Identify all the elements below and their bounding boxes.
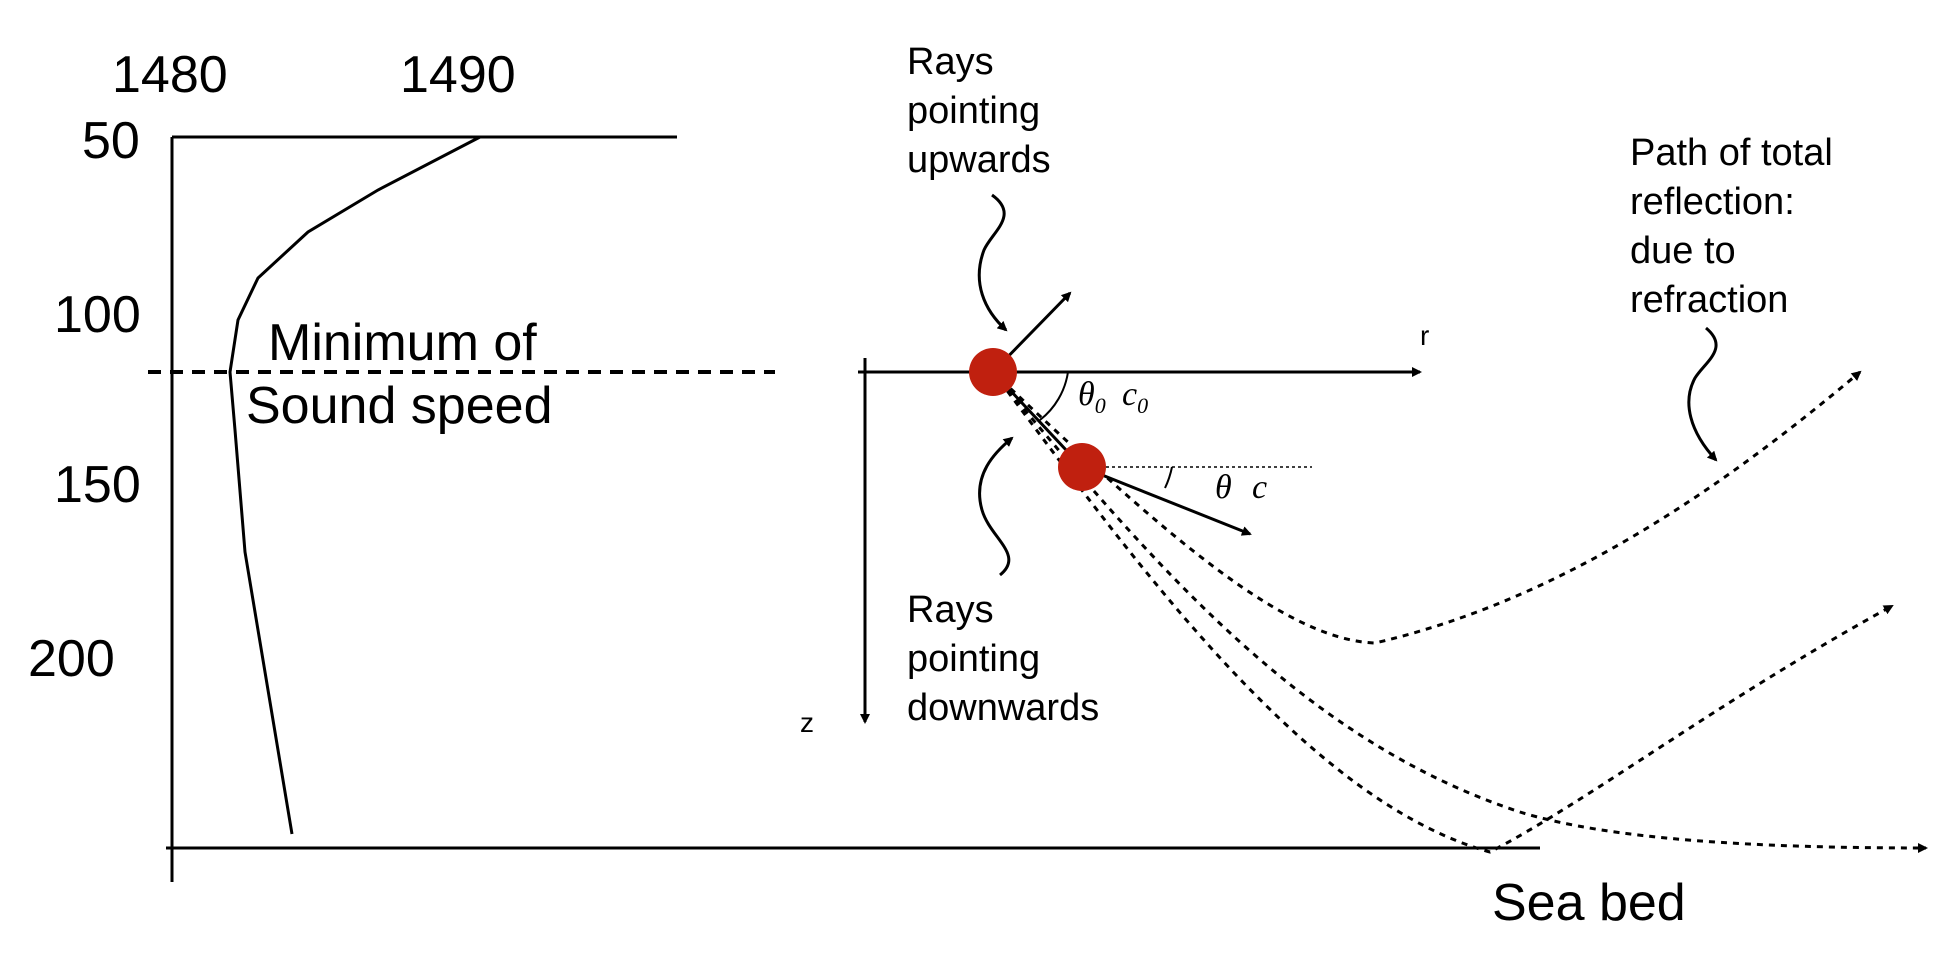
ray-path-grazing bbox=[991, 371, 1928, 853]
c0-label: c0 bbox=[1122, 376, 1148, 418]
ray-path-bottom-reflected bbox=[991, 371, 1894, 854]
theta-arc bbox=[1164, 466, 1173, 489]
ray-path-total-reflection bbox=[991, 370, 1862, 645]
y-tick-100: 100 bbox=[54, 286, 141, 344]
rays-down-line2: pointing bbox=[907, 638, 1040, 680]
rays-down-pointer bbox=[978, 436, 1014, 577]
z-axis-label: z bbox=[800, 707, 814, 738]
rays-up-line2: pointing bbox=[907, 90, 1040, 132]
total-reflection-line2: reflection: bbox=[1630, 181, 1795, 223]
sound-speed-profile: 1480 1490 50 100 150 200 Minimum of Soun… bbox=[28, 46, 1686, 932]
rays-up-line1: Rays bbox=[907, 41, 994, 83]
rays-up-line3: upwards bbox=[907, 139, 1051, 181]
r-axis-label: r bbox=[1420, 320, 1429, 351]
theta0-label: θ0 bbox=[1078, 376, 1106, 418]
y-tick-50: 50 bbox=[82, 112, 140, 170]
y-tick-150: 150 bbox=[54, 456, 141, 514]
minimum-label-line1: Minimum of bbox=[268, 314, 537, 372]
minimum-label-line2: Sound speed bbox=[246, 377, 553, 435]
total-reflection-pointer bbox=[1687, 326, 1718, 462]
total-reflection-line1: Path of total bbox=[1630, 132, 1833, 174]
theta-label: θ bbox=[1215, 469, 1232, 506]
total-reflection-line3: due to bbox=[1630, 230, 1736, 272]
rays-down-line1: Rays bbox=[907, 589, 994, 631]
y-tick-200: 200 bbox=[28, 630, 115, 688]
refraction-point-dot bbox=[1058, 443, 1106, 491]
x-tick-1490: 1490 bbox=[400, 46, 516, 104]
sea-bed-label: Sea bed bbox=[1492, 874, 1686, 932]
ray-geometry: r z θ0 c0 θ c Rays pointing bbox=[800, 41, 1928, 854]
sound-speed-curve bbox=[228, 135, 481, 835]
x-tick-1480: 1480 bbox=[112, 46, 228, 104]
rays-down-line3: downwards bbox=[907, 687, 1099, 729]
theta0-arc bbox=[1039, 371, 1069, 421]
c-label: c bbox=[1252, 469, 1267, 506]
refracted-ray bbox=[1081, 465, 1252, 536]
total-reflection-line4: refraction bbox=[1630, 279, 1788, 321]
rays-up-pointer bbox=[977, 193, 1008, 332]
source-dot bbox=[969, 348, 1017, 396]
